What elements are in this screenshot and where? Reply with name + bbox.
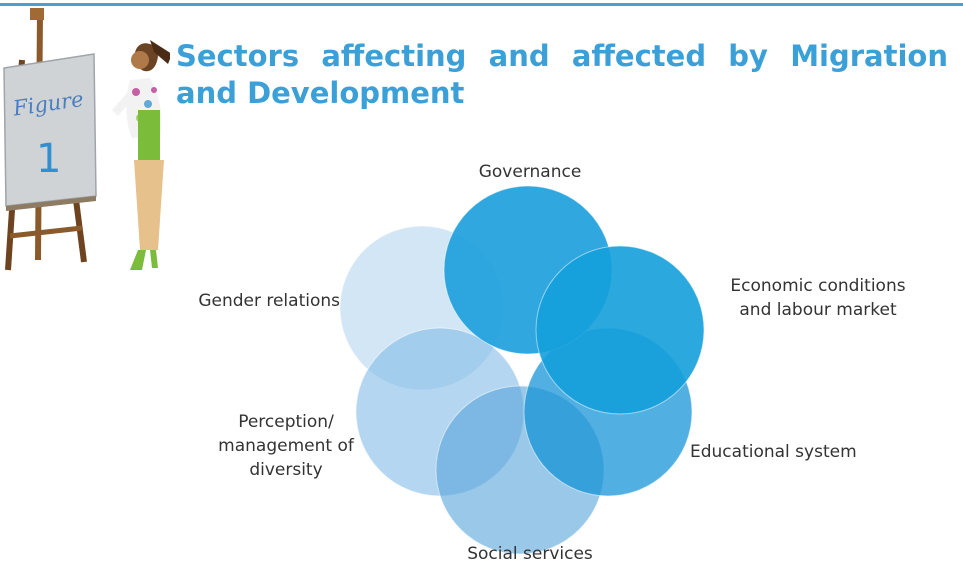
- label-gender-relations: Gender relations: [198, 291, 340, 311]
- label-educational-system: Educational system: [690, 442, 857, 462]
- page-title: Sectors affecting and affected by Migrat…: [176, 39, 948, 110]
- label-governance: Governance: [478, 162, 582, 182]
- painter-woman-icon: [112, 40, 170, 270]
- circle-economic: [535, 245, 705, 415]
- label-social-services: Social services: [467, 544, 593, 564]
- figure-easel-illustration: Figure 1: [3, 8, 170, 271]
- figure-canvas: Figure 1: [3, 53, 97, 211]
- figure-number: 1: [36, 136, 61, 182]
- top-rule: [0, 3, 963, 6]
